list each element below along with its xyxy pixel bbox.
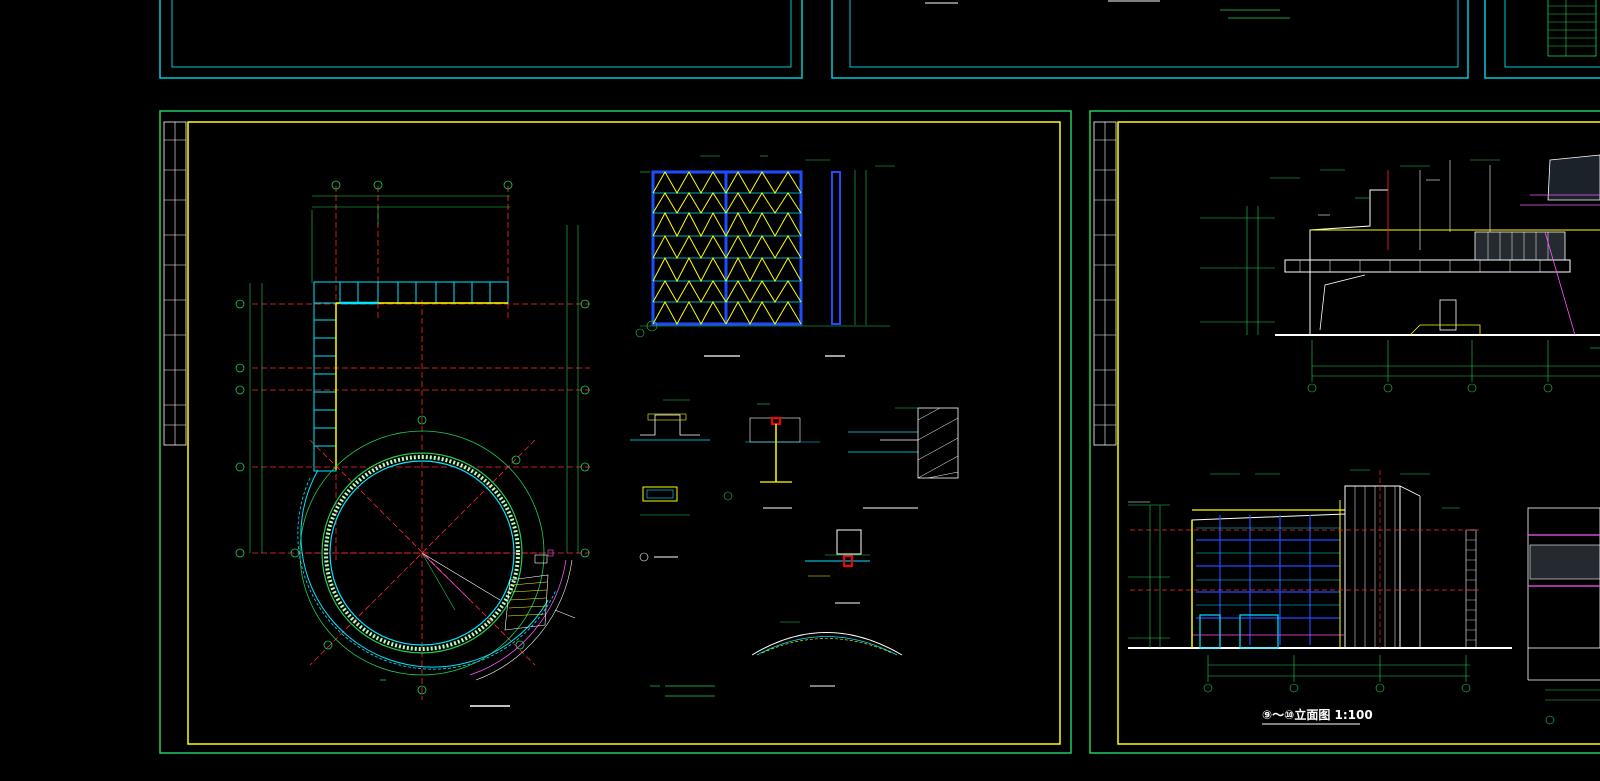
detail-3 <box>848 407 959 509</box>
detail-2 <box>745 403 820 509</box>
truss-elevation[interactable] <box>635 155 895 357</box>
drawing-notes <box>650 685 715 697</box>
floor-plan[interactable] <box>235 180 590 707</box>
top-sheet-middle <box>831 0 1469 79</box>
elevation-title-text: ⑨〜⑩立面图 1:100 <box>1262 707 1373 722</box>
left-title-block <box>163 121 187 446</box>
plan-rotunda <box>297 430 576 681</box>
top-sheet-left <box>159 0 803 79</box>
plan-axis-grid <box>252 186 590 700</box>
left-sheet[interactable] <box>159 110 1072 754</box>
detail-drawings[interactable] <box>630 399 959 697</box>
upper-elevation[interactable] <box>1200 154 1600 393</box>
arch-detail <box>751 621 903 687</box>
right-title-block <box>1093 121 1117 446</box>
detail-1 <box>630 399 733 562</box>
lower-elevation[interactable] <box>1128 469 1600 725</box>
top-sheet-right <box>1484 0 1600 79</box>
plan-wings <box>313 281 509 472</box>
elevation-title: ⑨〜⑩立面图 1:100 <box>1262 707 1373 725</box>
right-sheet[interactable]: ⑨〜⑩立面图 1:100 <box>1089 110 1600 754</box>
plan-dimensions <box>249 195 579 553</box>
detail-4 <box>805 529 870 604</box>
